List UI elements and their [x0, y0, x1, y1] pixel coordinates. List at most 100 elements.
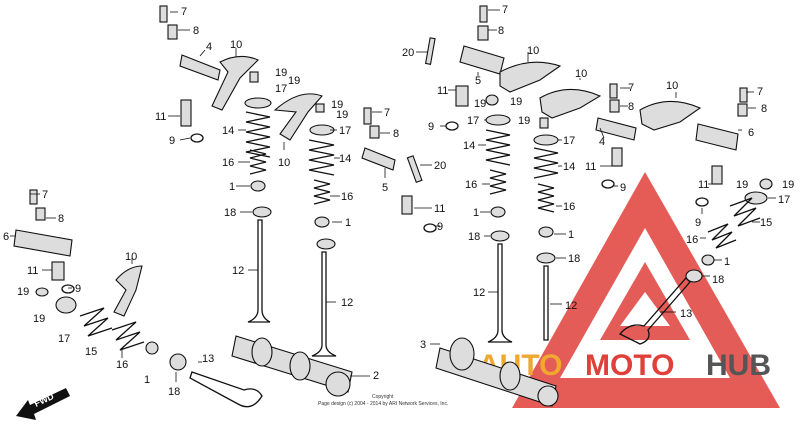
dowel-pin-3 [51, 261, 65, 281]
outer-valve-spring [245, 111, 271, 158]
valve-3 [189, 371, 263, 408]
valve-cotter-6 [759, 178, 773, 190]
camshaft-2-end [537, 385, 559, 407]
adjusting-screw-5 [609, 83, 618, 99]
callout-label: 7 [384, 107, 390, 119]
lock-nut-3 [35, 207, 46, 221]
callout-label: 18 [712, 274, 724, 286]
rocker-arm-6 [639, 100, 702, 131]
camshaft-lobe-2 [289, 351, 311, 381]
valve-5 [543, 265, 549, 341]
rear-left-rocker-assembly [13, 189, 263, 408]
adjusting-screw-4 [479, 5, 488, 23]
callout-label: 11 [27, 265, 38, 277]
valve-2 [311, 251, 337, 357]
callout-label: 10 [278, 157, 290, 169]
lock-nut-5 [609, 99, 620, 113]
outer-valve-spring-3 [79, 307, 113, 337]
callout-label: 19 [288, 75, 300, 87]
callout-label: 7 [42, 189, 48, 201]
pushrod-2 [424, 37, 436, 65]
callout-label: 13 [202, 353, 214, 365]
callout-label: 19 [17, 286, 29, 298]
callout-label: 8 [498, 25, 504, 37]
pushrod [406, 155, 423, 184]
front-left-rocker-assembly [159, 5, 437, 397]
callout-label: 9 [428, 121, 434, 133]
callout-label: 11 [437, 85, 448, 97]
callout-label: 15 [85, 346, 97, 358]
callout-label: 19 [736, 179, 748, 191]
callout-label: 14 [563, 161, 575, 173]
callout-label: 5 [475, 75, 481, 87]
dowel-pin-6 [711, 165, 723, 185]
callout-label: 17 [275, 83, 287, 95]
callout-label: 15 [760, 217, 772, 229]
outer-valve-spring-6 [729, 197, 761, 227]
callout-label: 19 [275, 67, 287, 79]
watermark-text-hub: HUB [706, 349, 771, 382]
valve-cotter-3 [35, 287, 49, 297]
callout-label: 12 [473, 287, 485, 299]
o-ring-5 [601, 179, 615, 189]
rocker-shaft [179, 54, 221, 81]
spring-retainer-5 [533, 134, 559, 146]
spring-seat-5 [538, 226, 554, 238]
rocker-shaft-2 [361, 147, 396, 171]
inner-valve-spring [249, 149, 267, 175]
callout-label: 17 [339, 125, 351, 137]
callout-label: 2 [373, 370, 379, 382]
lock-nut-2 [369, 125, 380, 139]
spring-seat-4 [490, 206, 506, 218]
callout-label: 7 [502, 4, 508, 16]
callout-label: 1 [345, 217, 351, 229]
spring-seat-3 [145, 341, 159, 355]
callout-label: 20 [434, 160, 446, 172]
callout-label: 16 [465, 179, 477, 191]
adjusting-screw-2 [363, 107, 372, 125]
spring-seat-2 [314, 216, 330, 228]
callout-label: 18 [468, 231, 480, 243]
callout-label: 7 [628, 82, 634, 94]
valve [247, 219, 271, 323]
callout-label: 11 [585, 161, 596, 173]
callout-label: 19 [782, 179, 794, 191]
callout-label: 19 [474, 98, 486, 110]
callout-label: 8 [761, 103, 767, 115]
callout-label: 19 [510, 96, 522, 108]
callout-label: 5 [382, 182, 388, 194]
inner-valve-spring-3 [111, 321, 145, 351]
spring-retainer-4 [485, 114, 511, 126]
callout-label: 16 [222, 157, 234, 169]
callout-label: 8 [58, 213, 64, 225]
rocker-arm-4 [499, 61, 562, 93]
outer-valve-spring-5 [533, 147, 559, 179]
spring-retainer-6 [744, 191, 768, 205]
o-ring-4 [445, 121, 459, 131]
rocker-shaft-6 [695, 123, 739, 151]
valve-6 [618, 277, 691, 345]
o-ring-6 [695, 197, 709, 207]
callout-label: 16 [116, 359, 128, 371]
callout-label: 11 [155, 111, 166, 123]
callout-labels: 7 8 4 10 19 19 17 11 9 14 16 1 18 12 10 … [3, 4, 794, 398]
dowel-pin [180, 99, 192, 127]
callout-label: 8 [628, 101, 634, 113]
spring-retainer [244, 97, 272, 109]
callout-label: 14 [463, 140, 475, 152]
callout-label: 14 [222, 125, 234, 137]
callout-label: 19 [33, 313, 45, 325]
callout-label: 12 [232, 265, 244, 277]
callout-label: 8 [193, 25, 199, 37]
callout-label: 19 [518, 115, 530, 127]
callout-label: 12 [341, 297, 353, 309]
adjusting-screw [159, 5, 168, 23]
rocker-shaft-4 [459, 45, 505, 75]
o-ring-3 [61, 284, 75, 294]
dowel-pin-5 [611, 147, 623, 167]
spring-retainer-3 [55, 296, 77, 314]
camshaft-lobe [251, 337, 273, 367]
callout-label: 6 [748, 127, 754, 139]
callout-label: 1 [568, 229, 574, 241]
lock-nut-4 [477, 25, 489, 41]
